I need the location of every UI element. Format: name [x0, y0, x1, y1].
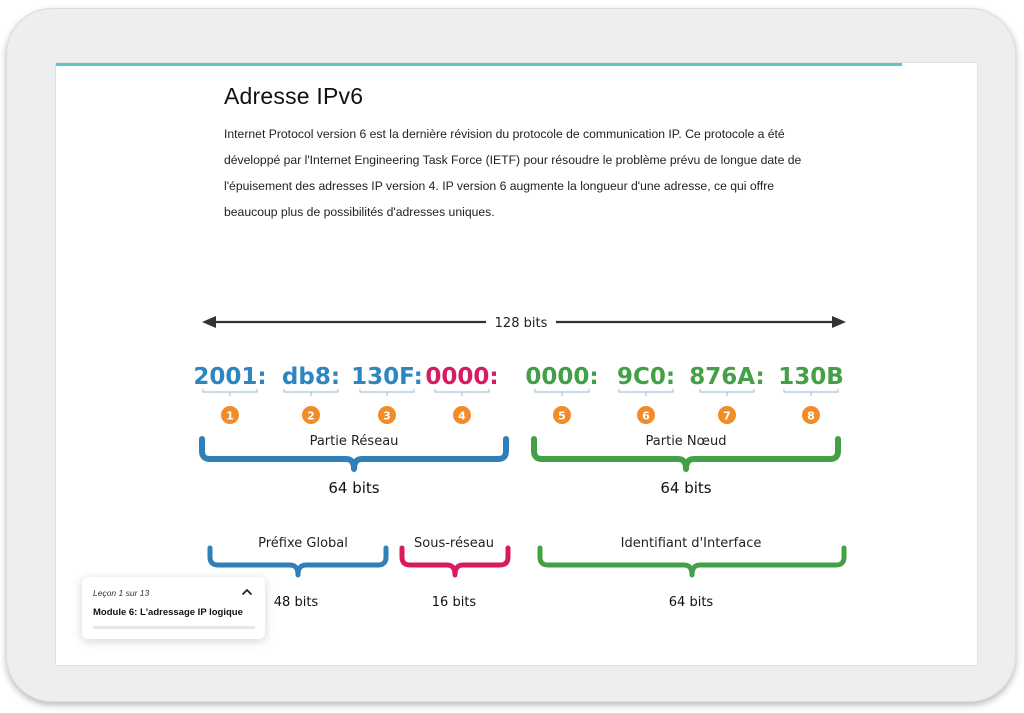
prefix-bracket: Préfixe Global 48 bits — [207, 536, 389, 610]
network-bracket: Partie Réseau 64 bits — [199, 434, 509, 497]
ipv6-diagram: 128 bits 2001: 1 db8: 2 130F: 3 0000: 4 0000: 5 9C… — [193, 316, 847, 610]
lesson-navigator[interactable]: Leçon 1 sur 13 Module 6: L'adressage IP … — [82, 577, 265, 639]
subnet-bits-label: 16 bits — [432, 595, 477, 610]
subnet-bracket: Sous-réseau 16 bits — [399, 536, 511, 610]
group-number-badge-6 — [637, 406, 655, 424]
progress-topline — [56, 63, 902, 66]
group-number-6: 6 — [642, 410, 650, 423]
interface-bits-label: 64 bits — [669, 595, 714, 610]
node-bracket: Partie Nœud 64 bits — [531, 434, 841, 497]
chevron-up-icon[interactable] — [241, 587, 253, 597]
group-number-5: 5 — [558, 410, 566, 423]
group-underline-6 — [618, 389, 674, 396]
page-title: Adresse IPv6 — [224, 83, 364, 109]
total-bits-label: 128 bits — [495, 316, 548, 331]
intro-paragraph: Internet Protocol version 6 est la derni… — [224, 127, 802, 219]
group-number-badge-7 — [718, 406, 736, 424]
group-number-badge-5 — [553, 406, 571, 424]
group-underline-8 — [783, 389, 839, 396]
group-number-2: 2 — [307, 410, 315, 423]
address-group-4: 0000: — [425, 364, 498, 390]
group-underline-5 — [534, 389, 590, 396]
arrow-right-icon — [832, 316, 846, 328]
tablet-frame: Adresse IPv6 Internet Protocol version 6… — [6, 8, 1016, 702]
address-group-6: 9C0: — [617, 364, 675, 390]
lesson-progress-bar — [93, 626, 255, 629]
group-number-badge-3 — [378, 406, 396, 424]
group-number-badge-1 — [221, 406, 239, 424]
prefix-bits-label: 48 bits — [274, 595, 319, 610]
interface-label: Identifiant d'Interface — [621, 536, 762, 551]
group-underline-1 — [202, 389, 258, 396]
content-screen: Adresse IPv6 Internet Protocol version 6… — [56, 63, 977, 665]
address-group-5: 0000: — [525, 364, 598, 390]
address-group-8: 130B — [778, 364, 844, 390]
arrow-left-icon — [202, 316, 216, 328]
group-number-1: 1 — [226, 410, 234, 423]
group-number-8: 8 — [807, 410, 815, 423]
address-group-7: 876A: — [689, 364, 764, 390]
group-underline-3 — [359, 389, 415, 396]
address-group-2: db8: — [282, 364, 340, 390]
group-number-4: 4 — [458, 410, 466, 423]
lesson-module-title: Module 6: L'adressage IP logique — [93, 607, 243, 618]
group-number-badge-8 — [802, 406, 820, 424]
address-group-3: 130F: — [351, 364, 423, 390]
group-number-badge-4 — [453, 406, 471, 424]
address-group-1: 2001: — [193, 364, 266, 390]
lesson-counter: Leçon 1 sur 13 — [93, 588, 150, 598]
group-underline-2 — [283, 389, 339, 396]
subnet-label: Sous-réseau — [414, 536, 494, 551]
group-number-3: 3 — [383, 410, 391, 423]
group-underline-4 — [434, 389, 490, 396]
total-bits-arrow: 128 bits — [202, 316, 846, 331]
node-bits-label: 64 bits — [660, 479, 711, 497]
network-part-label: Partie Réseau — [310, 434, 399, 449]
address-groups: 2001: 1 db8: 2 130F: 3 0000: 4 0000: 5 9C0: 6 876A: 7… — [193, 364, 844, 424]
prefix-label: Préfixe Global — [258, 536, 348, 551]
node-part-label: Partie Nœud — [646, 434, 727, 449]
group-number-7: 7 — [723, 410, 731, 423]
interface-bracket: Identifiant d'Interface 64 bits — [537, 536, 847, 610]
group-underline-7 — [699, 389, 755, 396]
group-number-badge-2 — [302, 406, 320, 424]
network-bits-label: 64 bits — [328, 479, 379, 497]
